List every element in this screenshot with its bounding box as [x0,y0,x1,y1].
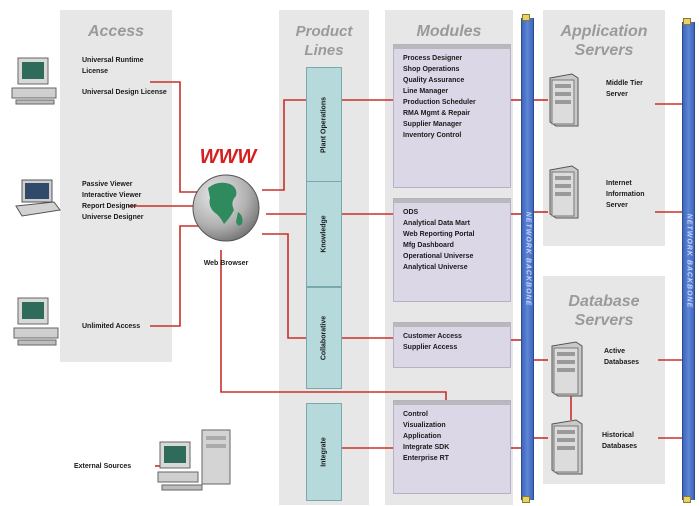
module-item: RMA Mgmt & Repair [403,110,471,117]
module-item: Visualization [403,422,446,429]
module-item: Inventory Control [403,132,462,139]
module-item: Quality Assurance [403,77,465,84]
middle-tier-server-label: Middle Tier Server [606,80,643,98]
web-browser-label: Web Browser [203,260,249,267]
module-item: Application [403,433,442,440]
modules-header: Modules [416,23,482,40]
access-panel [60,10,172,362]
historical-databases-label: Historical Databases [602,432,638,450]
network-backbone-bus: NETWORK BACKBONE [682,22,695,500]
access-label-report-designer: Report Designer [82,203,137,210]
product-line-integrate: Integrate [306,403,342,501]
modules-integrate: Control Visualization Application Integr… [393,400,511,494]
module-list: Control Visualization Application Integr… [403,409,449,464]
module-item: Process Designer [403,55,463,62]
product-lines-header: Product Lines [295,23,353,59]
product-line-plant-operations: Plant Operations [306,67,342,183]
access-label-universal-design: Universal Design License [82,89,167,96]
product-line-collaborative: Collaborative [306,287,342,389]
internet-information-server-label: Internet Information Server [606,180,645,209]
product-line-knowledge: Knowledge [306,181,342,287]
external-sources-label: External Sources [74,463,132,470]
module-item: Production Scheduler [403,99,476,106]
server-icon [546,72,580,128]
desktop-computer-icon [12,296,62,350]
module-item: Web Reporting Portal [403,231,475,238]
access-header: Access [87,23,145,40]
access-label-universal-runtime: Universal Runtime License [82,57,144,75]
network-backbone-bus: NETWORK BACKBONE [521,18,534,500]
module-item: Enterprise RT [403,455,449,462]
module-item: Customer Access [403,333,462,340]
module-item: Line Manager [403,88,449,95]
module-item: Analytical Data Mart [403,220,470,227]
module-item: Operational Universe [403,253,474,260]
access-label-universe-designer: Universe Designer [82,214,144,221]
database-server-icon [548,340,584,398]
workstation-computer-icon [156,428,238,500]
module-list: Process Designer Shop Operations Quality… [403,53,476,141]
bus-cap [522,14,530,21]
module-list: Customer Access Supplier Access [403,331,462,353]
active-databases-label: Active Databases [604,348,640,366]
module-item: Control [403,411,428,418]
app-servers-header: Application Servers [560,23,648,59]
modules-collaborative: Customer Access Supplier Access [393,322,511,368]
bus-cap [683,18,691,25]
desktop-computer-icon [10,56,60,106]
module-item: Mfg Dashboard [403,242,454,249]
database-server-icon [548,418,584,476]
bus-cap [522,496,530,503]
server-icon [546,164,580,220]
module-item: ODS [403,209,419,216]
module-item: Supplier Access [403,344,458,351]
module-item: Shop Operations [403,66,460,73]
module-item: Integrate SDK [403,444,450,451]
module-item: Supplier Manager [403,121,462,128]
modules-knowledge: ODS Analytical Data Mart Web Reporting P… [393,198,511,302]
access-label-passive-viewer: Passive Viewer [82,181,133,188]
globe-icon [190,172,262,244]
access-label-interactive-viewer: Interactive Viewer [82,192,142,199]
db-servers-header: Database Servers [568,293,640,329]
module-list: ODS Analytical Data Mart Web Reporting P… [403,207,474,273]
module-item: Analytical Universe [403,264,468,271]
modules-plant-operations: Process Designer Shop Operations Quality… [393,44,511,188]
access-label-unlimited-access: Unlimited Access [82,323,141,330]
laptop-computer-icon [12,178,62,220]
www-logo: WWW [199,146,257,168]
bus-cap [683,496,691,503]
